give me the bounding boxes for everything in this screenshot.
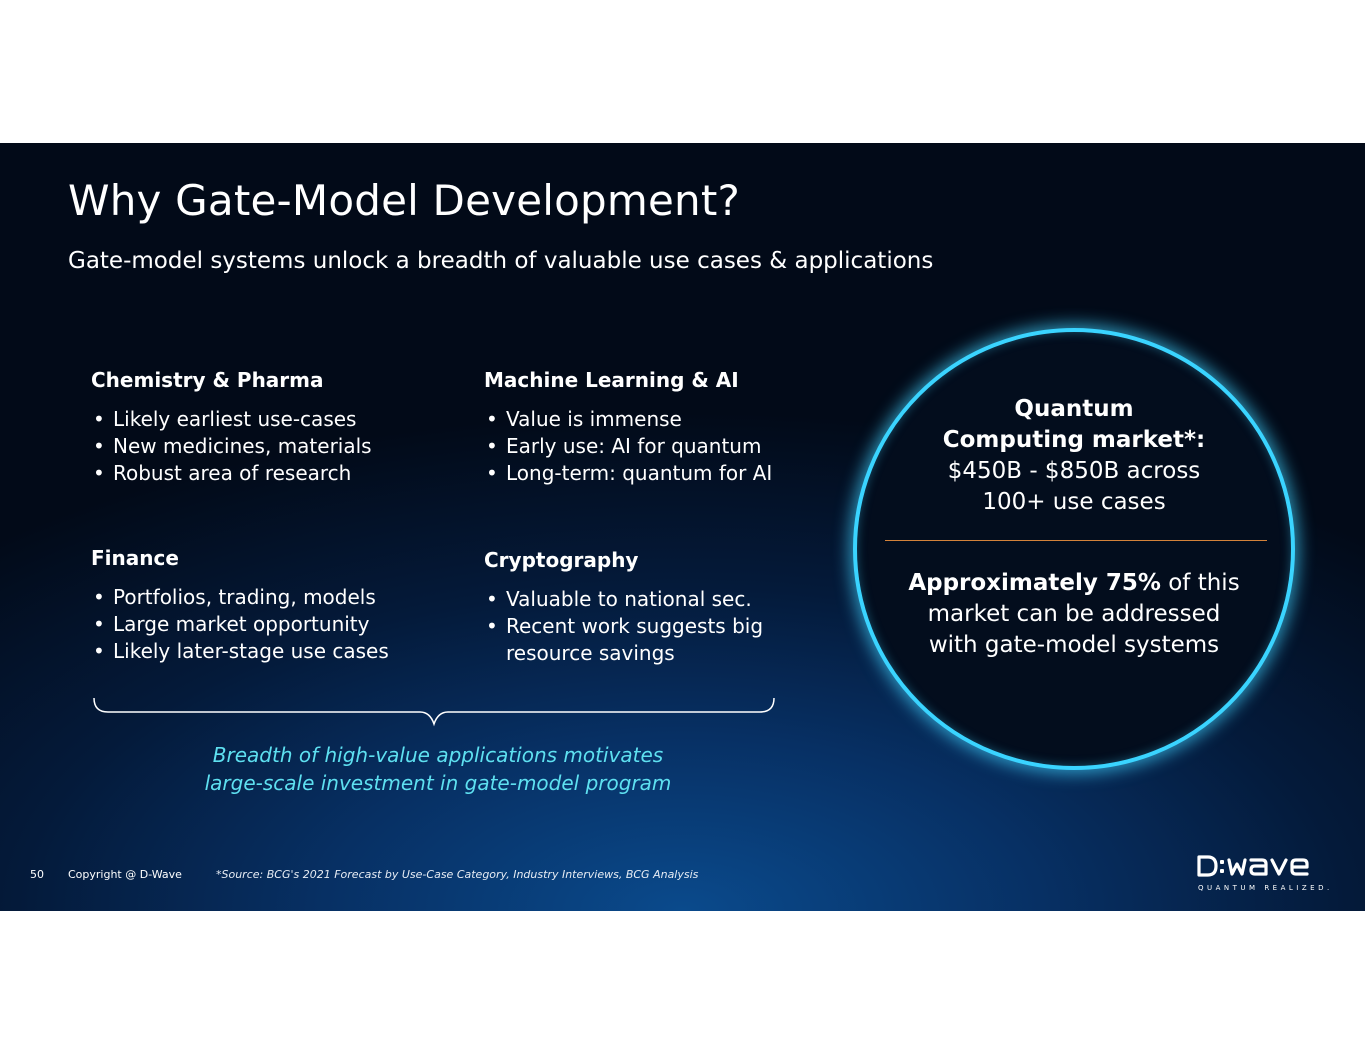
motivation-caption: Breadth of high-value applications motiv… [120, 741, 756, 797]
slide: Why Gate-Model Development? Gate-model s… [0, 143, 1365, 911]
page-number: 50 [30, 868, 44, 881]
use-case-heading: Cryptography [484, 548, 639, 572]
use-case-finance: Finance Portfolios, trading, models Larg… [91, 546, 451, 665]
slide-subtitle: Gate-model systems unlock a breadth of v… [68, 248, 934, 274]
market-share-rest: of this [1160, 570, 1240, 596]
bullet-item: Robust area of research [91, 460, 451, 487]
slide-title: Why Gate-Model Development? [68, 176, 740, 225]
bullet-item: Recent work suggests big resource saving… [484, 613, 784, 667]
bullet-item: Valuable to national sec. [484, 586, 784, 613]
market-heading-line-2: Computing market*: [942, 427, 1206, 453]
market-share-text: Approximately 75% of this market can be … [887, 568, 1261, 661]
use-case-cryptography: Cryptography Valuable to national sec. R… [484, 548, 784, 667]
market-share-line-3: with gate-model systems [928, 632, 1220, 658]
market-heading-line-1: Quantum [1014, 396, 1134, 422]
use-case-bullets: Likely earliest use-cases New medicines,… [91, 406, 451, 487]
motivation-line-1: Breadth of high-value applications motiv… [212, 743, 664, 767]
use-case-heading: Machine Learning & AI [484, 368, 739, 392]
market-share-line-1: Approximately 75% of this [887, 568, 1261, 599]
use-case-bullets: Portfolios, trading, models Large market… [91, 584, 451, 665]
market-circle: Quantum Computing market*: $450B - $850B… [853, 328, 1295, 770]
use-case-machine-learning: Machine Learning & AI Value is immense E… [484, 368, 844, 487]
source-note: *Source: BCG's 2021 Forecast by Use-Case… [216, 868, 699, 881]
bullet-item: Long-term: quantum for AI [484, 460, 844, 487]
market-size-text: Quantum Computing market*: $450B - $850B… [897, 394, 1251, 518]
curly-brace-icon [93, 697, 775, 727]
dwave-logo-icon [1197, 855, 1309, 877]
use-case-bullets: Value is immense Early use: AI for quant… [484, 406, 844, 487]
bullet-item: Value is immense [484, 406, 844, 433]
bullet-item: Portfolios, trading, models [91, 584, 451, 611]
dwave-logo [1196, 851, 1332, 887]
bullet-item: Early use: AI for quantum [484, 433, 844, 460]
bullet-item: New medicines, materials [91, 433, 451, 460]
market-use-cases: 100+ use cases [982, 489, 1166, 515]
market-share-bold: Approximately 75% [908, 570, 1161, 596]
circle-divider [885, 540, 1267, 541]
bullet-item: Likely earliest use-cases [91, 406, 451, 433]
motivation-line-2: large-scale investment in gate-model pro… [204, 771, 672, 795]
bullet-item: Large market opportunity [91, 611, 451, 638]
market-share-line-2: market can be addressed [927, 601, 1221, 627]
copyright-text: Copyright @ D-Wave [68, 868, 182, 881]
use-case-bullets: Valuable to national sec. Recent work su… [484, 586, 784, 667]
market-range: $450B - $850B across [947, 458, 1201, 484]
use-case-heading: Finance [91, 546, 179, 570]
bullet-item: Likely later-stage use cases [91, 638, 451, 665]
logo-tagline: QUANTUM REALIZED. [1198, 884, 1333, 892]
use-case-heading: Chemistry & Pharma [91, 368, 324, 392]
use-case-chemistry: Chemistry & Pharma Likely earliest use-c… [91, 368, 451, 487]
